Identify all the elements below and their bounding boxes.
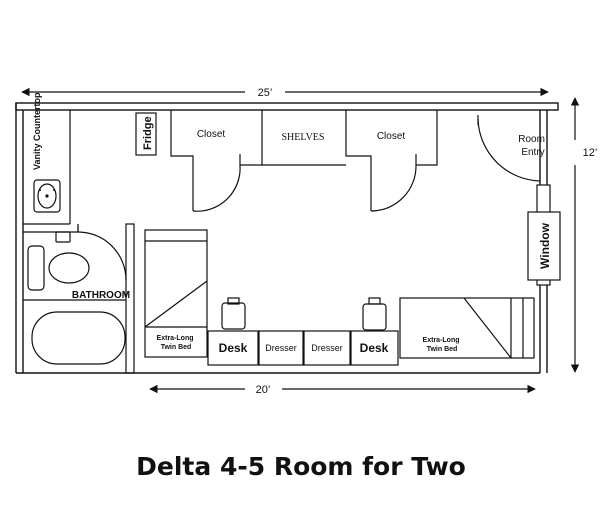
desk-right-label: Desk [360,341,389,355]
dresser-left-label: Dresser [265,343,297,353]
floor-plan: 25’ 12’ 20’ Vanity Countertop [15,87,598,396]
dimension-right: 12’ [583,147,598,159]
bed-left-label: Extra-Long Twin Bed [157,335,196,351]
bed-right-label: Extra-Long Twin Bed [423,337,462,353]
dimension-bottom: 20’ [256,384,271,396]
entry-door [477,115,541,182]
window-label: Window [538,222,552,269]
fridge [135,112,157,156]
bathroom-label: BATHROOM [72,290,130,301]
bed-right [399,297,535,359]
bed-left [144,229,208,358]
dresser-right-label: Dresser [311,343,343,353]
fridge-label: Fridge [142,116,154,150]
dimension-lines [21,87,580,394]
closets [170,110,438,212]
desk-left-label: Desk [219,341,248,355]
vanity-area [23,110,71,225]
outer-walls [15,102,559,374]
window [527,184,561,286]
furniture-row [207,297,399,366]
bathroom [23,223,135,374]
closet-left-label: Closet [197,129,226,140]
sink-icon [39,189,55,198]
closet-right-label: Closet [377,131,406,142]
dimension-top: 25’ [258,87,273,99]
shelves-label: SHELVES [282,132,325,143]
vanity-label: Vanity Countertop [32,92,42,170]
page-title: Delta 4-5 Room for Two [136,452,466,481]
room-entry-label: Room Entry [518,134,547,158]
